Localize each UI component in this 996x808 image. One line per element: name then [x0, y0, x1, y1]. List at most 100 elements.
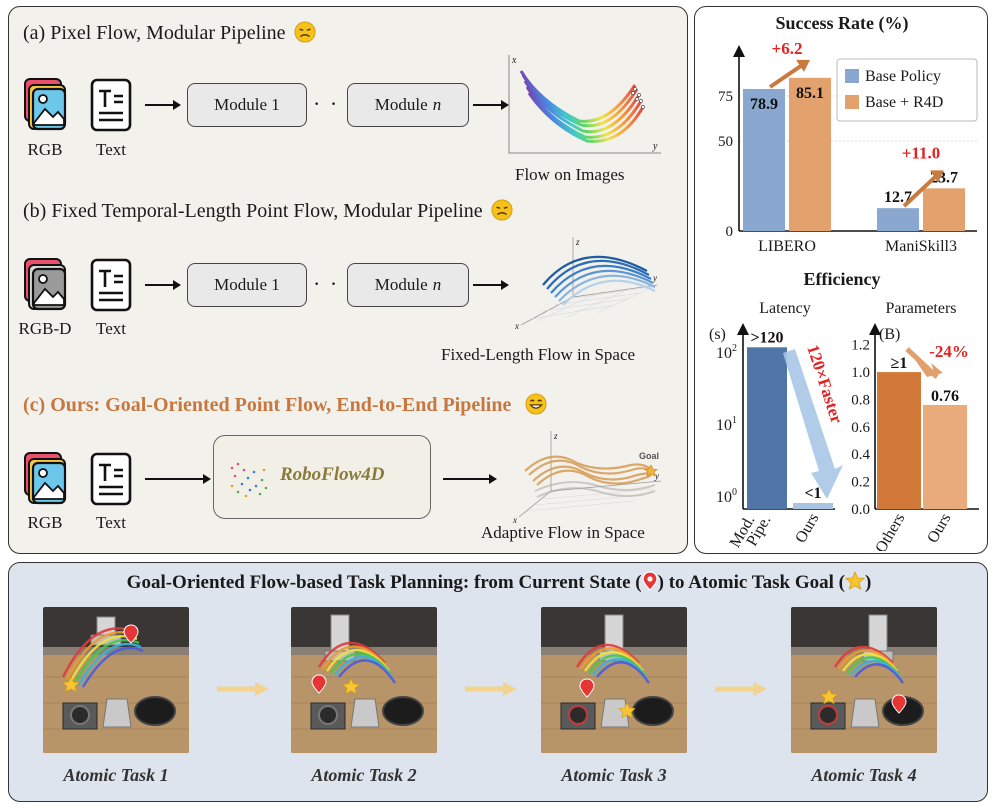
axis-label: x [511, 55, 517, 66]
point-cloud-icon [230, 462, 268, 498]
text-label: Text [96, 319, 126, 338]
x-category-label: ManiSkill3 [885, 238, 957, 255]
bar-libero-1 [789, 77, 831, 231]
heading-b: (b) Fixed Temporal-Length Point Flow, Mo… [23, 199, 513, 223]
module-1-box: Module 1 [187, 263, 307, 307]
task-planning-panel: Goal-Oriented Flow-based Task Planning: … [8, 562, 988, 802]
rgb-image-icon [24, 78, 67, 131]
success-rate-title: Success Rate (%) [775, 13, 909, 33]
heading-a: (a) Pixel Flow, Modular Pipeline [23, 21, 316, 45]
model-name: RoboFlow4D [280, 464, 385, 485]
task-scene-image [291, 607, 437, 753]
bar-value-label: <1 [804, 485, 821, 502]
task-label: Atomic Task 2 [311, 765, 417, 785]
task-scene-image [791, 607, 937, 753]
arrow-icon [145, 474, 211, 484]
pixel-flow-plot: x y [508, 55, 661, 154]
bar-value-label: 12.7 [884, 189, 912, 206]
x-category-label: Ours [792, 511, 822, 546]
y-tick-label: 102 [716, 343, 737, 362]
next-step-arrow-icon [715, 682, 767, 696]
y-tick-label: 100 [716, 487, 737, 506]
y-tick-label: 1.2 [851, 338, 870, 354]
arrow-icon [473, 100, 509, 110]
legend-swatch [845, 69, 859, 83]
goal-star-icon [644, 464, 658, 477]
y-tick-label: 0.4 [851, 447, 870, 463]
axis-label: y [654, 471, 659, 481]
bar-value-label: ≥1 [891, 355, 908, 372]
y-tick-label: 0.2 [851, 475, 870, 491]
latency-subtitle: Latency [759, 300, 811, 317]
adaptive-flow-plot: z y x Goal [512, 431, 662, 525]
axis-label: z [575, 237, 580, 247]
text-label: Text [96, 140, 126, 159]
task-planning-title: Goal-Oriented Flow-based Task Planning: … [126, 570, 872, 593]
bar-libero-0 [743, 88, 785, 231]
legend-box [836, 58, 978, 122]
caption-b: Fixed-Length Flow in Space [441, 345, 636, 364]
module-1-box: Module 1 [187, 83, 307, 127]
parameters-bar-1 [923, 404, 967, 509]
caption-c: Adaptive Flow in Space [481, 523, 645, 542]
frustrated-emoji-icon [491, 199, 513, 221]
decrease-arrow-icon [909, 351, 943, 377]
heading-c: (c) Ours: Goal-Oriented Point Flow, End-… [23, 393, 547, 417]
rgb-label: RGB [27, 513, 63, 532]
x-category-label: Others [872, 511, 908, 552]
y-tick-label: 101 [716, 415, 737, 434]
fixed-length-flow-plot: z y x [514, 237, 658, 331]
location-pin-icon [642, 571, 658, 591]
next-step-arrow-icon [465, 682, 517, 696]
x-category-label: LIBERO [758, 238, 816, 255]
efficiency-charts: Latency(s)100101102>120<1120×FasterMod.P… [709, 300, 979, 552]
text-label: Text [96, 513, 126, 532]
bar-value-label: 78.9 [750, 96, 778, 113]
y-tick-label: 0.6 [851, 420, 870, 436]
delta-annotation: +11.0 [902, 143, 941, 162]
rgbd-label: RGB-D [18, 319, 72, 338]
x-category-label: Ours [924, 511, 954, 546]
parameters-bar-0 [877, 372, 921, 509]
task-label: Atomic Task 1 [63, 765, 169, 785]
increase-arrow-icon [902, 172, 940, 208]
arrow-icon [473, 280, 509, 290]
roboflow4d-model-box: RoboFlow4D [213, 435, 431, 519]
y-tick-label: 75 [718, 89, 733, 105]
efficiency-title: Efficiency [803, 269, 881, 289]
latency-bar-1 [793, 503, 833, 509]
bar-value-label: 85.1 [796, 85, 824, 102]
text-document-icon [90, 452, 132, 506]
axis-label: x [514, 321, 519, 331]
latency-bar-0 [747, 347, 787, 509]
delta-annotation: +6.2 [772, 39, 803, 58]
speedup-arrow-icon [783, 349, 843, 499]
legend-label: Base Policy [865, 68, 941, 85]
legend-label: Base + R4D [865, 94, 943, 111]
parameters-subtitle: Parameters [885, 300, 956, 317]
pipeline-comparison-panel: (a) Pixel Flow, Modular Pipeline RGB Tex… [8, 6, 688, 554]
task-label: Atomic Task 3 [561, 765, 667, 785]
increase-arrowhead-icon [796, 59, 810, 72]
task-scene-image [541, 607, 687, 753]
y-unit-label: (s) [709, 326, 726, 343]
text-document-icon [90, 258, 132, 312]
task-label: Atomic Task 4 [811, 765, 917, 785]
arrow-icon [145, 280, 181, 290]
y-tick-label: 0 [726, 224, 734, 240]
delta-annotation: -24% [929, 342, 969, 361]
y-unit-label: (B) [879, 326, 900, 343]
star-icon [844, 570, 866, 590]
increase-arrowhead-icon [930, 170, 944, 183]
goal-label: Goal [639, 451, 659, 461]
arrow-icon [145, 100, 181, 110]
text-document-icon [90, 78, 132, 132]
legend-swatch [845, 95, 859, 109]
y-tick-label: 0.8 [851, 392, 870, 408]
bar-maniskill3-1 [923, 188, 965, 231]
axis-label: z [553, 431, 558, 441]
bar-value-label: 0.76 [931, 388, 959, 405]
axis-label: y [652, 141, 658, 152]
rgb-label: RGB [27, 140, 63, 159]
